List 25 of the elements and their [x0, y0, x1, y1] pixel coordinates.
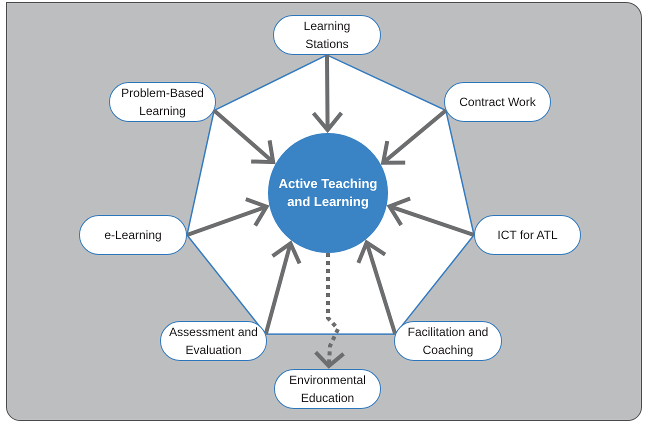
- topic-pill: [444, 82, 551, 122]
- topic-pill: [394, 321, 502, 361]
- arrow: [311, 54, 344, 132]
- topic-pill: [474, 215, 581, 255]
- arrow: [356, 240, 398, 335]
- topic-pill: [79, 215, 187, 255]
- node-label: Contract Work: [459, 94, 536, 111]
- node-label: ICT for ATL: [497, 227, 558, 244]
- topic-pill: [160, 321, 267, 361]
- topic-pill: [273, 15, 381, 55]
- arrow: [264, 241, 302, 335]
- topic-pill: [274, 369, 381, 409]
- node-label: Environmental Education: [288, 372, 367, 407]
- node-label: Problem-Based Learning: [120, 85, 205, 120]
- node-label: Assessment and Evaluation: [168, 324, 259, 359]
- arrow: [388, 196, 475, 237]
- arrow: [381, 108, 448, 165]
- node-label: Facilitation and Coaching: [406, 324, 490, 359]
- topic-pill: [109, 82, 216, 122]
- arrow: [212, 108, 276, 164]
- node-label: e-Learning: [104, 227, 162, 244]
- node-label: Learning Stations: [302, 18, 352, 53]
- dotted-arrow: [314, 253, 346, 368]
- node-label: Active Teaching and Learning: [278, 175, 378, 211]
- arrow: [186, 197, 269, 237]
